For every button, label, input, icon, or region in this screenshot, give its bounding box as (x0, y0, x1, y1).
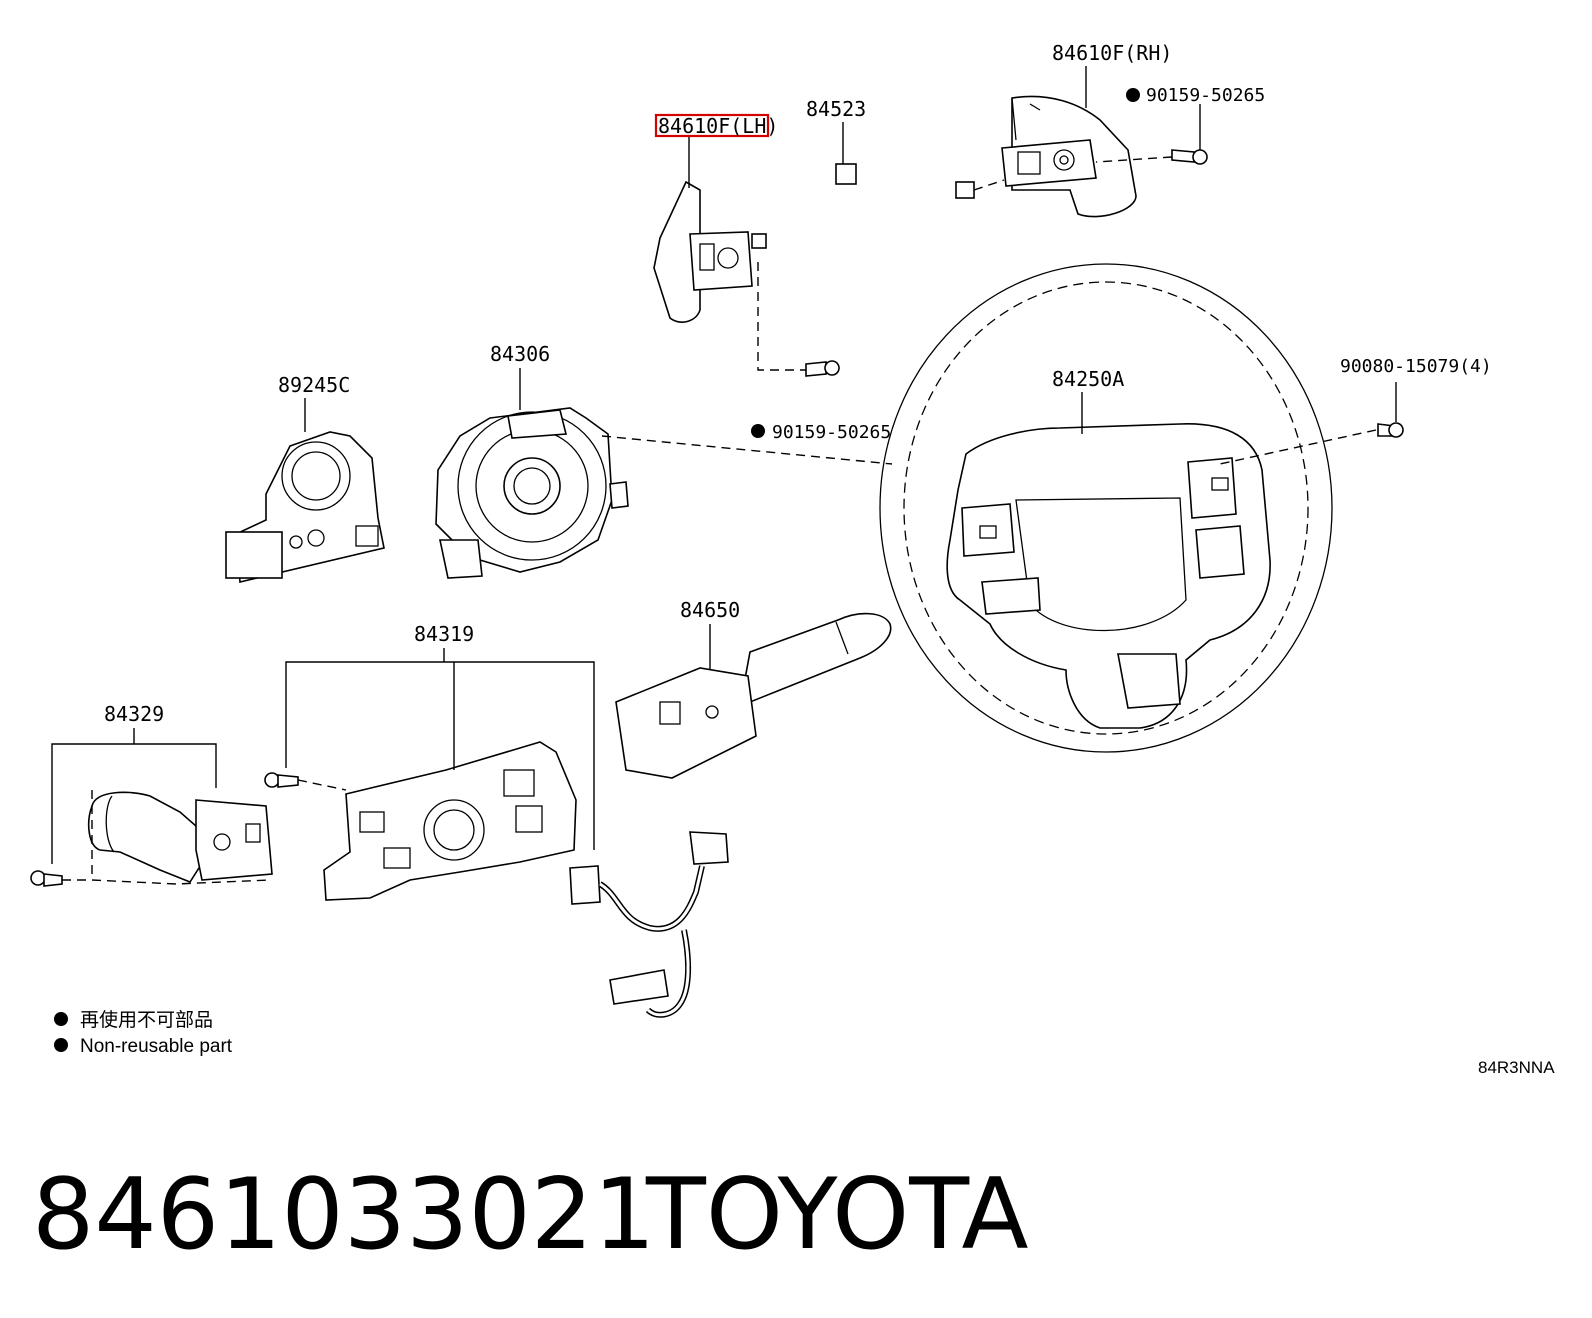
spiral-cable-part[interactable] (435, 407, 629, 579)
footer-brand: TOYOTA (645, 1158, 1029, 1272)
legend-line-japanese: 再使用不可部品 (80, 1009, 213, 1031)
wheel-screw-part[interactable] (1377, 422, 1404, 438)
non-reusable-marker-icon (54, 1038, 68, 1052)
wire-harness-part[interactable] (751, 160, 975, 332)
label-84306: 84306 (490, 342, 550, 366)
combination-switch-harness-part[interactable] (569, 831, 729, 1018)
label-90159-50265-rh: 90159-50265 (1146, 85, 1265, 106)
rh-switch-part[interactable] (1001, 95, 1137, 218)
label-84329: 84329 (104, 702, 164, 726)
label-84610f-lh[interactable]: 84610F(LH) (658, 114, 778, 138)
label-84610f-rh: 84610F(RH) (1052, 41, 1172, 65)
wiper-switch-part[interactable] (615, 612, 892, 779)
combination-switch-body-part[interactable] (323, 741, 577, 901)
non-reusable-marker-icon (1126, 88, 1140, 102)
highlight-box (654, 113, 770, 138)
label-90159-50265-lh: 90159-50265 (772, 422, 891, 443)
legend: 再使用不可部品 Non-reusable part (54, 1009, 233, 1057)
lh-switch-part[interactable] (653, 180, 753, 323)
screw-84329-part[interactable] (30, 870, 63, 887)
label-84319: 84319 (414, 622, 474, 646)
label-84523: 84523 (806, 97, 866, 121)
label-90080-15079: 90080-15079(4) (1340, 356, 1492, 377)
non-reusable-marker-icon (54, 1012, 68, 1026)
rh-screw-part[interactable] (1126, 88, 1208, 165)
legend-line-english: Non-reusable part (80, 1036, 233, 1057)
screw-84319-part[interactable] (264, 772, 299, 788)
footer-part-number: 8461033021 (32, 1158, 656, 1272)
label-84650: 84650 (680, 598, 740, 622)
non-reusable-marker-icon (751, 424, 765, 438)
headlamp-switch-part[interactable] (87, 790, 273, 885)
steering-wheel-part[interactable] (879, 263, 1333, 753)
diagram-code: 84R3NNA (1478, 1058, 1555, 1077)
label-84250a: 84250A (1052, 367, 1124, 391)
lh-screw-part[interactable] (751, 360, 840, 438)
label-89245c: 89245C (278, 373, 350, 397)
steering-sensor-part[interactable] (225, 431, 385, 583)
